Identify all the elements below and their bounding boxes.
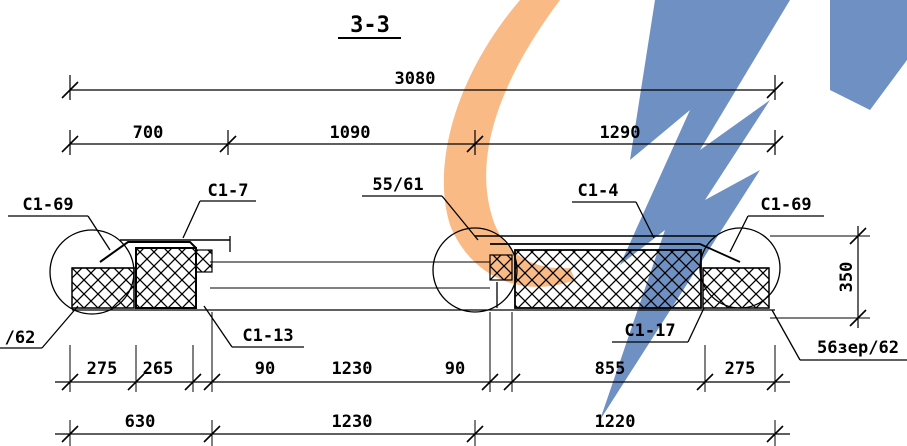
- dim-row3-g: 275: [725, 359, 756, 379]
- callout-c1-13: C1-13: [242, 326, 293, 346]
- dimension-row-overall: 3080: [61, 69, 784, 100]
- dimension-height: 350: [770, 226, 870, 328]
- dim-row4-b: 1230: [332, 412, 373, 432]
- dim-row1-b: 1090: [330, 123, 371, 143]
- left-insulation-inner: [135, 247, 197, 309]
- dim-row4-a: 630: [125, 412, 156, 432]
- right-insulation-small: [489, 254, 513, 281]
- callouts-top: C1-69 C1-7 55/61 C1-4 C1-69: [8, 175, 824, 253]
- watermark-blue-wing: [830, 0, 907, 110]
- panel-section: [49, 227, 781, 315]
- dim-row4-c: 1220: [595, 412, 636, 432]
- dim-overall: 3080: [395, 69, 436, 89]
- dim-row3-f: 855: [595, 359, 626, 379]
- left-insulation-outer: [71, 267, 135, 309]
- callout-c1-69-left: C1-69: [22, 195, 73, 215]
- watermark-orange-arc: [443, 0, 575, 287]
- dim-row1-a: 700: [133, 123, 164, 143]
- detail-circle-middle: [432, 227, 518, 313]
- detail-circle-right: [699, 227, 781, 309]
- right-insulation-outer: [702, 267, 770, 309]
- callout-c1-69-right: C1-69: [760, 195, 811, 215]
- dimension-row-2: 700 1090 1290: [61, 123, 784, 155]
- dim-row3-d: 1230: [332, 359, 373, 379]
- callouts-bottom: /62 C1-13 C1-17 56зер/62: [0, 305, 907, 361]
- watermark-blue-bolt: [600, 0, 790, 420]
- dim-height: 350: [837, 262, 857, 293]
- dim-row3-e: 90: [445, 359, 465, 379]
- dim-row1-c: 1290: [600, 123, 641, 143]
- dim-row3-b: 265: [143, 359, 174, 379]
- detail-circle-left: [49, 229, 135, 315]
- callout-c1-17: C1-17: [624, 321, 675, 341]
- right-insulation-main: [514, 249, 702, 309]
- callout-c1-7: C1-7: [208, 181, 249, 201]
- dim-row3-a: 275: [87, 359, 118, 379]
- left-insulation-small: [195, 249, 213, 273]
- callout-62-left: /62: [5, 328, 36, 348]
- dimension-row-3: 275 265 90 1230 90 855 275: [55, 312, 790, 392]
- callout-56zer-62: 56зер/62: [817, 338, 899, 358]
- dimension-row-4: 630 1230 1220: [55, 412, 790, 446]
- callout-55-61: 55/61: [372, 175, 423, 195]
- callout-c1-4: C1-4: [578, 181, 619, 201]
- dim-row3-c: 90: [255, 359, 275, 379]
- section-title: 3-3: [350, 13, 390, 38]
- watermark-logo: [443, 0, 907, 420]
